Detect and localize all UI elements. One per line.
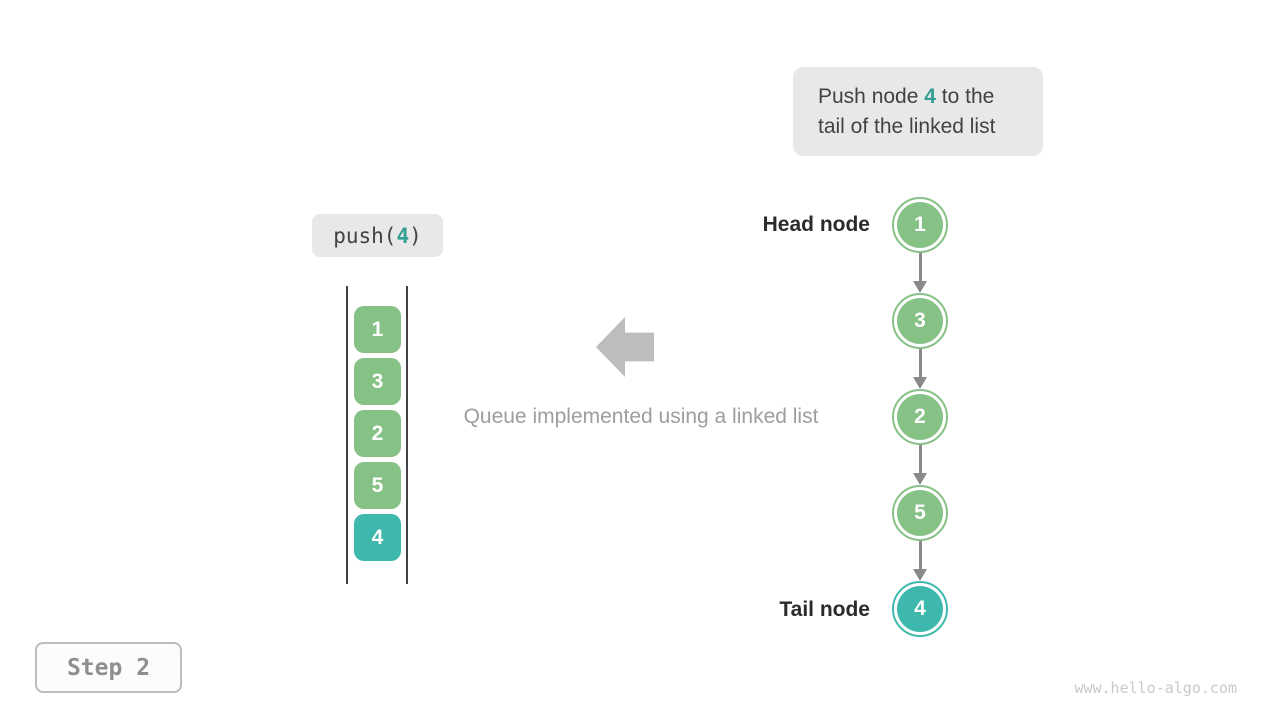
queue-container-right-rail xyxy=(406,286,408,584)
queue-item: 1 xyxy=(354,306,401,353)
down-arrow-icon xyxy=(913,253,927,293)
callout-accent-value: 4 xyxy=(924,84,936,108)
linked-list-node-tail: 4 xyxy=(892,581,948,637)
queue-item-pushed: 4 xyxy=(354,514,401,561)
node-value: 5 xyxy=(897,490,943,536)
node-value: 2 xyxy=(897,394,943,440)
callout-line1-text: Push node xyxy=(818,84,925,108)
down-arrow-icon xyxy=(913,541,927,581)
queue-item: 5 xyxy=(354,462,401,509)
queue-stack: 1 3 2 5 4 xyxy=(354,306,401,561)
diagram-caption: Queue implemented using a linked list xyxy=(463,405,819,428)
step-badge: Step 2 xyxy=(35,642,182,693)
queue-container-left-rail xyxy=(346,286,348,584)
queue-item: 2 xyxy=(354,410,401,457)
node-value: 4 xyxy=(897,586,943,632)
linked-list-node: 1 xyxy=(892,197,948,253)
callout-line1: Push node 4 to the xyxy=(818,82,1043,112)
head-node-label: Head node xyxy=(762,213,870,236)
down-arrow-icon xyxy=(913,349,927,389)
linked-list-node: 3 xyxy=(892,293,948,349)
callout-line2: tail of the linked list xyxy=(818,114,996,138)
push-label-accent: 4 xyxy=(396,223,410,248)
node-value: 1 xyxy=(897,202,943,248)
tail-node-label: Tail node xyxy=(779,598,870,621)
node-value: 3 xyxy=(897,298,943,344)
linked-list-node: 5 xyxy=(892,485,948,541)
down-arrow-icon xyxy=(913,445,927,485)
callout-bubble: Push node 4 to the tail of the linked li… xyxy=(793,67,1043,156)
push-label-pre: push( xyxy=(333,223,397,248)
push-label-post: ) xyxy=(409,223,422,248)
queue-item: 3 xyxy=(354,358,401,405)
left-block-arrow-icon xyxy=(596,317,654,377)
linked-list-node: 2 xyxy=(892,389,948,445)
watermark-url: www.hello-algo.com xyxy=(1074,679,1237,697)
push-operation-label: push(4) xyxy=(312,214,443,257)
callout-line1-tail: to the xyxy=(935,84,995,108)
